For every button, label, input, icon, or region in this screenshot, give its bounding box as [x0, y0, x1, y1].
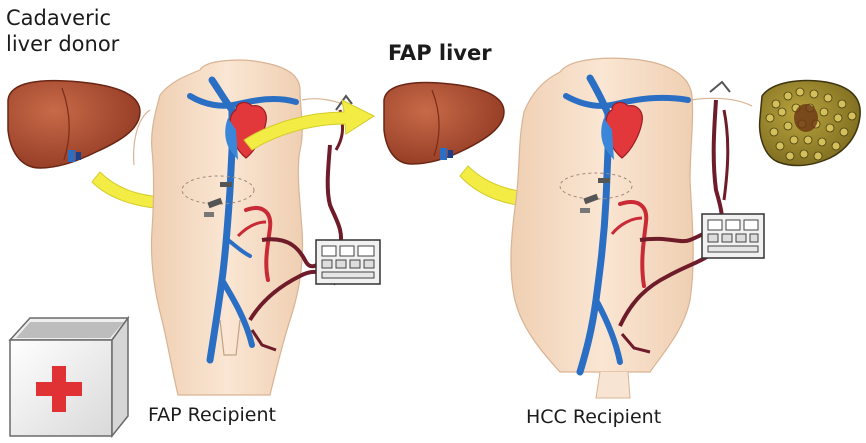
- donor-liver-icon: [8, 81, 140, 168]
- organ-cooler-box-icon: [10, 318, 128, 436]
- hcc-pump-console-icon: [702, 214, 764, 258]
- fap-liver-icon: [384, 83, 504, 164]
- fap-pump-console-icon: [316, 240, 380, 284]
- fap-recipient-label: FAP Recipient: [148, 402, 276, 428]
- hcc-recipient-label: HCC Recipient: [526, 404, 661, 430]
- fap-recipient-body: [134, 60, 352, 395]
- hcc-cirrhotic-liver-icon: [760, 81, 861, 166]
- donor-label-line1: Cadaveric: [6, 5, 119, 31]
- cadaveric-liver-donor-label: Cadaveric liver donor: [6, 5, 119, 57]
- donor-label-line2: liver donor: [6, 31, 119, 57]
- fap-liver-label: FAP liver: [388, 40, 492, 66]
